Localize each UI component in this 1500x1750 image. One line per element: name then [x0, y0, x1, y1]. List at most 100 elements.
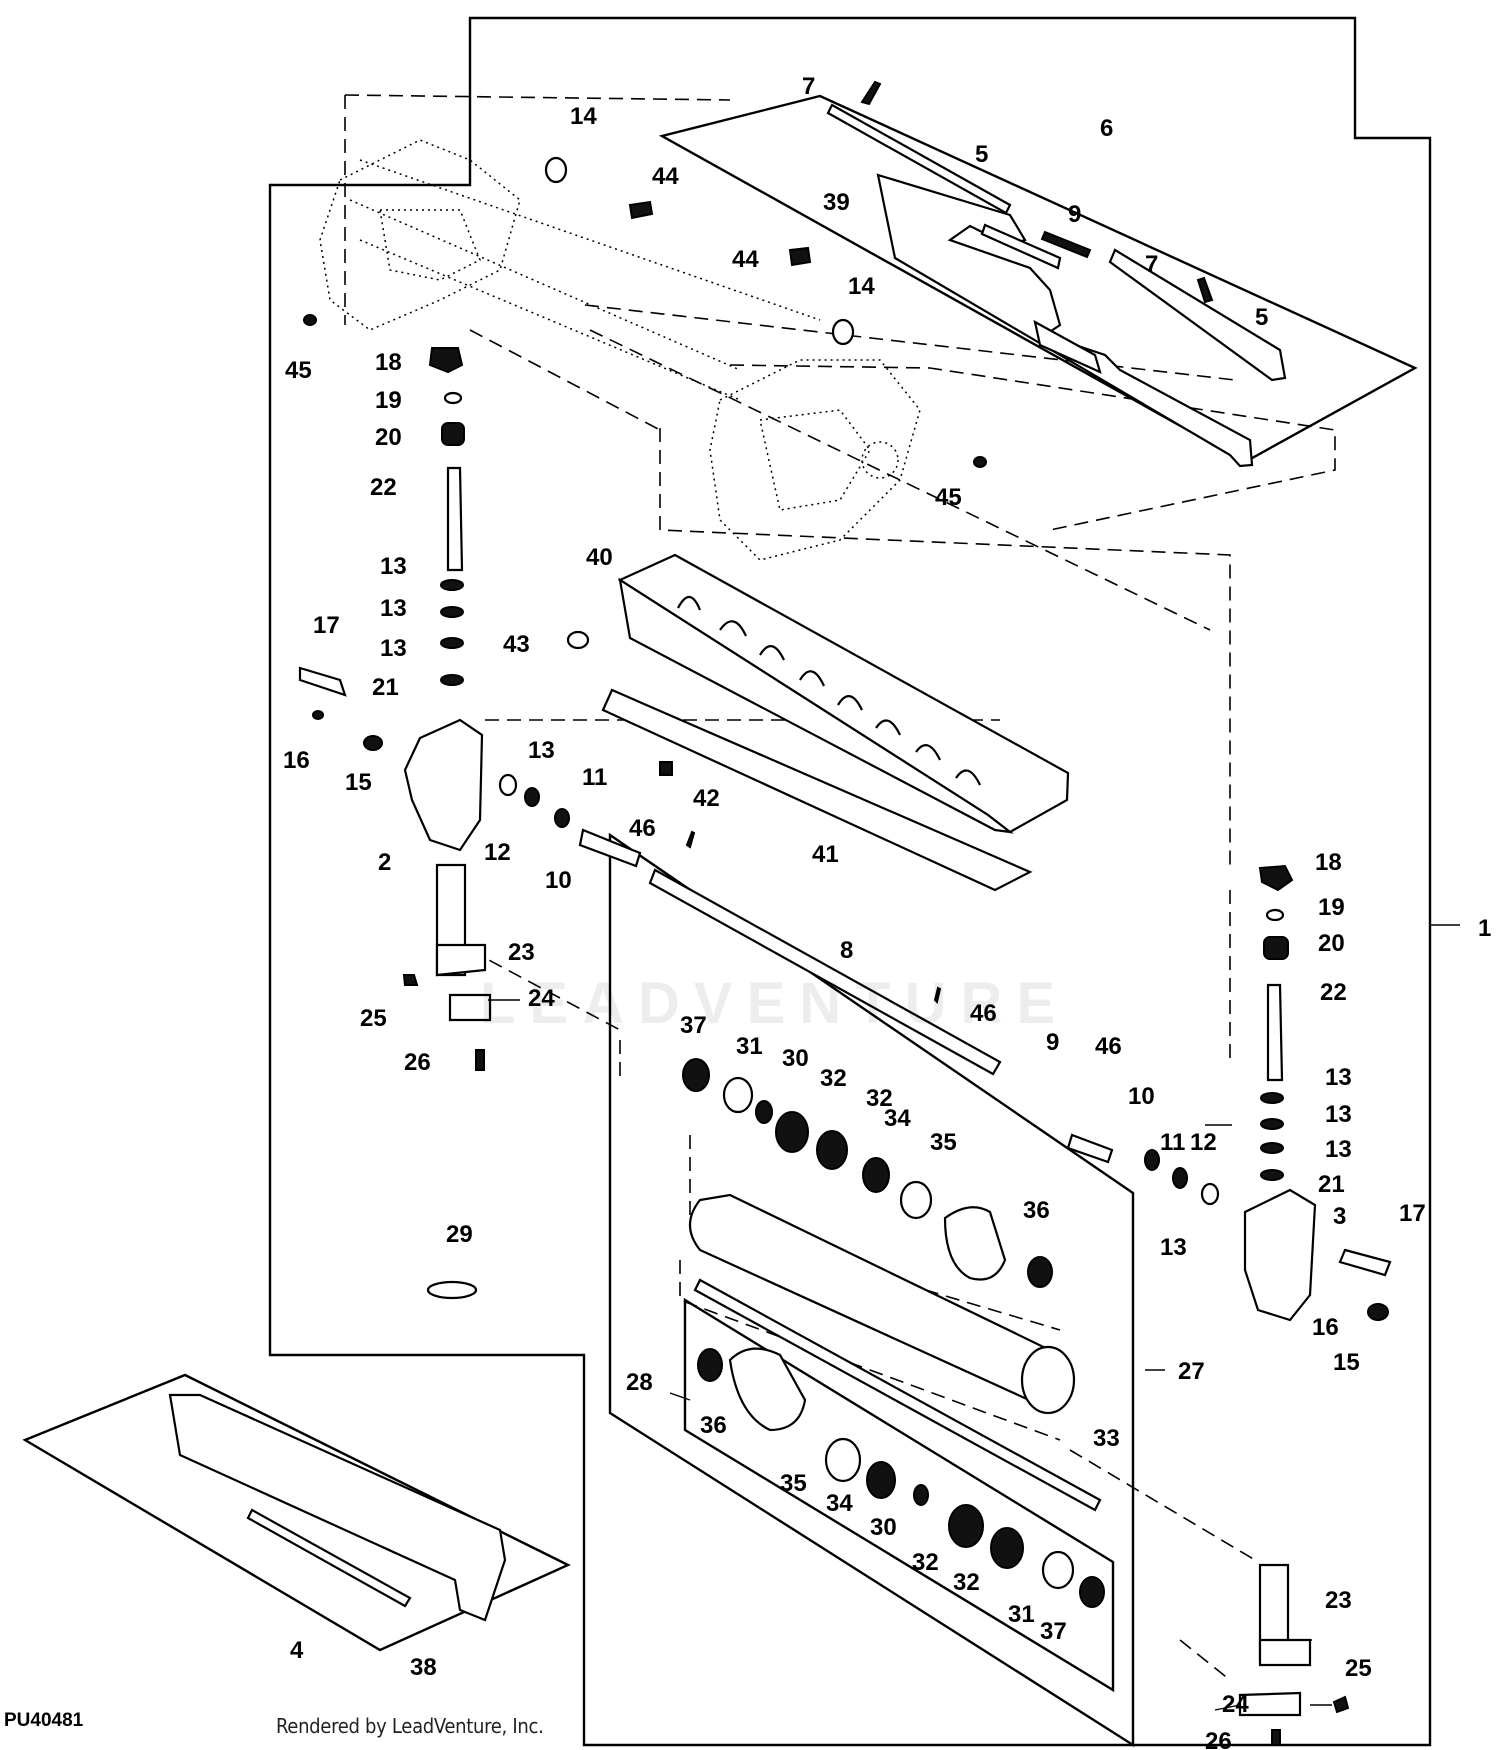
callout: 18: [375, 349, 402, 376]
callout: 34: [884, 1105, 911, 1132]
callout: 45: [935, 484, 962, 511]
callout: 37: [1040, 1618, 1067, 1645]
callout: 13: [1160, 1234, 1187, 1261]
callout: 19: [375, 387, 402, 414]
callout: 18: [1315, 849, 1342, 876]
callout: 13: [380, 595, 407, 622]
callout: 36: [700, 1412, 727, 1439]
callout: 31: [1008, 1601, 1035, 1628]
callout: 32: [820, 1065, 847, 1092]
callout: 32: [953, 1569, 980, 1596]
callout: 15: [1333, 1349, 1360, 1376]
callout: 45: [285, 357, 312, 384]
callout: 31: [736, 1033, 763, 1060]
callout: 9: [1068, 201, 1081, 228]
callout: 10: [545, 867, 572, 894]
callout: 43: [503, 631, 530, 658]
callout: 23: [1325, 1587, 1352, 1614]
callout: 5: [1255, 304, 1268, 331]
callout: 12: [1190, 1129, 1217, 1156]
callout: 35: [780, 1470, 807, 1497]
callout: 21: [1318, 1171, 1345, 1198]
callout: 10: [1128, 1083, 1155, 1110]
watermark: LEADVENTURE: [480, 971, 1070, 1036]
diagram-id: PU40481: [4, 1710, 84, 1731]
callout: 29: [446, 1221, 473, 1248]
callout: 13: [1325, 1101, 1352, 1128]
left-axle-parts: [498, 773, 1002, 1076]
callout-labels: 1 2 3 4 5 5 6 7 7 8 9 9 10 10 11 11 12 1…: [283, 73, 1491, 1750]
callout: 22: [1320, 979, 1347, 1006]
bracket-40-41: [601, 553, 1070, 892]
callout: 17: [313, 612, 340, 639]
callout: 24: [528, 985, 555, 1012]
callout: 8: [840, 937, 853, 964]
callout: 11: [582, 764, 607, 791]
callout: 30: [870, 1514, 897, 1541]
callout: 24: [1222, 1691, 1249, 1718]
callout: 2: [378, 849, 391, 876]
right-column-parts: [1066, 864, 1392, 1746]
callout: 42: [693, 785, 720, 812]
callout: 6: [1100, 115, 1113, 142]
callout: 14: [848, 273, 875, 300]
callout: 35: [930, 1129, 957, 1156]
callout: 16: [1312, 1314, 1339, 1341]
phantom-frame: [344, 94, 1336, 1681]
callout: 26: [1205, 1728, 1232, 1750]
callout: 27: [1178, 1358, 1205, 1385]
callout: 11: [1160, 1129, 1185, 1156]
callout: 14: [570, 103, 597, 130]
callout: 23: [508, 939, 535, 966]
callout: 20: [375, 424, 402, 451]
callout: 13: [528, 737, 555, 764]
callout: 5: [975, 141, 988, 168]
callout: 13: [380, 635, 407, 662]
callout: 26: [404, 1049, 431, 1076]
callout: 13: [380, 553, 407, 580]
callout: 46: [629, 815, 656, 842]
callout: 3: [1333, 1203, 1346, 1230]
callout: 21: [372, 674, 399, 701]
callout: 28: [626, 1369, 653, 1396]
callout: 22: [370, 474, 397, 501]
callout: 9: [1046, 1029, 1059, 1056]
inset-outline: [22, 1373, 571, 1652]
callout: 30: [782, 1045, 809, 1072]
misc-parts: [303, 156, 987, 1300]
callout: 12: [484, 839, 511, 866]
callout: 4: [290, 1637, 304, 1664]
callout: 32: [912, 1549, 939, 1576]
callout: 16: [283, 747, 310, 774]
roller-parts: [682, 1058, 1105, 1608]
callout: 39: [823, 189, 850, 216]
callout: 7: [1145, 251, 1158, 278]
callout: 41: [812, 841, 839, 868]
callout: 40: [586, 544, 613, 571]
callout: 7: [802, 73, 815, 100]
callout: 17: [1399, 1200, 1426, 1227]
callout: 46: [1095, 1033, 1122, 1060]
callout: 15: [345, 769, 372, 796]
phantom-castings: [319, 139, 921, 561]
callout: 44: [732, 246, 759, 273]
callout: 19: [1318, 894, 1345, 921]
callout: 46: [970, 1000, 997, 1027]
subassembly-28-outline: [683, 1297, 1115, 1693]
assembly-outline: [268, 16, 1432, 1747]
leader-lines: [488, 924, 1460, 1711]
subassembly-27-outline: [608, 832, 1135, 1748]
callout: 38: [410, 1654, 437, 1681]
callout: 13: [1325, 1136, 1352, 1163]
inset-parts: [168, 1393, 507, 1622]
credit-text: Rendered by LeadVenture, Inc.: [276, 1714, 544, 1738]
callout: 32: [866, 1085, 893, 1112]
callout: 37: [680, 1012, 707, 1039]
callout: 34: [826, 1490, 853, 1517]
callout: 25: [1345, 1655, 1372, 1682]
callout: 36: [1023, 1197, 1050, 1224]
subassembly-6-outline: [658, 94, 1418, 464]
subassembly-6-parts: [826, 80, 1287, 468]
left-column-parts: [298, 347, 492, 1071]
